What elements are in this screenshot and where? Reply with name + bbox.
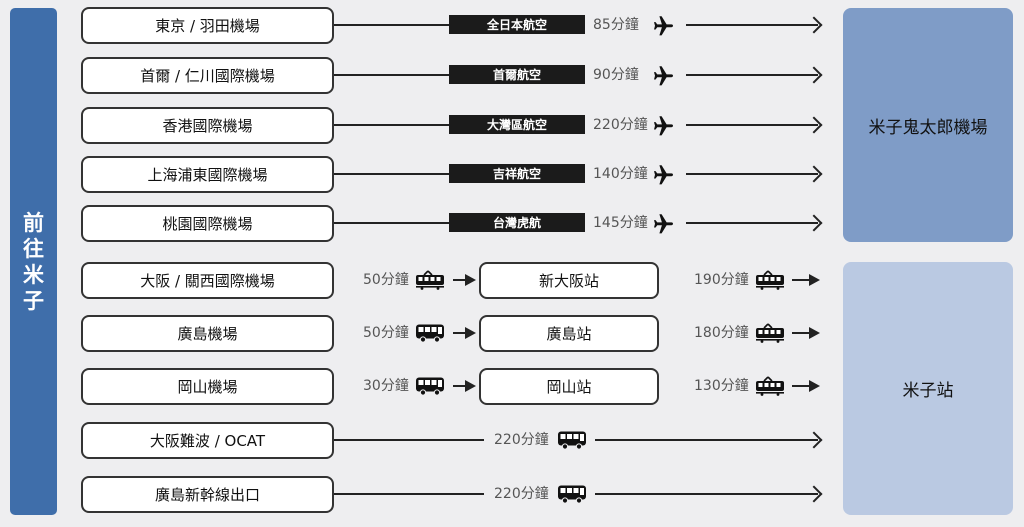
arrow-head — [809, 274, 820, 286]
duration-label: 130分鐘 — [694, 378, 749, 394]
route-line — [792, 279, 810, 281]
bus-icon — [557, 430, 587, 450]
origin-box: 桃園國際機場 — [81, 205, 334, 242]
route-line — [686, 74, 818, 76]
route-line — [334, 493, 484, 495]
route-line — [453, 385, 466, 387]
route-line — [686, 24, 818, 26]
arrow-head — [805, 66, 823, 84]
duration-label: 30分鐘 — [363, 378, 409, 394]
route-line — [686, 222, 818, 224]
duration-label: 140分鐘 — [593, 166, 648, 182]
side-label-char: 前 — [23, 210, 44, 235]
duration-label: 220分鐘 — [494, 486, 549, 502]
arrow-head — [805, 165, 823, 183]
duration-label: 220分鐘 — [494, 432, 549, 448]
side-label-char: 往 — [23, 236, 44, 261]
route-line — [792, 332, 810, 334]
arrow-head — [809, 327, 820, 339]
station-box: 岡山站 — [479, 368, 659, 405]
route-line — [334, 439, 484, 441]
duration-label: 50分鐘 — [363, 272, 409, 288]
bus-icon — [415, 323, 445, 343]
destination-airport: 米子鬼太郎機場 — [843, 8, 1013, 242]
origin-box: 香港國際機場 — [81, 107, 334, 144]
route-line — [334, 74, 449, 76]
origin-box: 大阪難波 / OCAT — [81, 422, 334, 459]
duration-label: 145分鐘 — [593, 215, 648, 231]
arrow-head — [465, 327, 476, 339]
train-icon — [415, 270, 445, 290]
route-line — [453, 279, 466, 281]
airline-label: 大灣區航空 — [449, 115, 585, 134]
route-line — [686, 173, 818, 175]
airline-label: 吉祥航空 — [449, 164, 585, 183]
side-label-char: 子 — [23, 288, 44, 313]
arrow-head — [805, 214, 823, 232]
origin-box: 大阪 / 關西國際機場 — [81, 262, 334, 299]
airline-label: 全日本航空 — [449, 15, 585, 34]
route-line — [453, 332, 466, 334]
duration-label: 190分鐘 — [694, 272, 749, 288]
arrow-head — [809, 380, 820, 392]
origin-box: 上海浦東國際機場 — [81, 156, 334, 193]
duration-label: 180分鐘 — [694, 325, 749, 341]
destination-station: 米子站 — [843, 262, 1013, 515]
bus-icon — [415, 376, 445, 396]
arrow-head — [805, 431, 823, 449]
side-label: 前 往 米 子 — [10, 8, 57, 515]
arrow-head — [805, 16, 823, 34]
airplane-icon — [652, 63, 676, 87]
origin-box: 岡山機場 — [81, 368, 334, 405]
airline-label: 台灣虎航 — [449, 213, 585, 232]
bus-icon — [557, 484, 587, 504]
arrow-head — [465, 380, 476, 392]
route-line — [334, 24, 449, 26]
arrow-head — [465, 274, 476, 286]
side-label-char: 米 — [23, 262, 44, 287]
duration-label: 50分鐘 — [363, 325, 409, 341]
train-icon — [755, 376, 785, 396]
arrow-head — [805, 116, 823, 134]
route-line — [792, 385, 810, 387]
origin-box: 首爾 / 仁川國際機場 — [81, 57, 334, 94]
route-line — [595, 493, 818, 495]
airplane-icon — [652, 162, 676, 186]
origin-box: 東京 / 羽田機場 — [81, 7, 334, 44]
arrow-head — [805, 485, 823, 503]
airplane-icon — [652, 13, 676, 37]
duration-label: 90分鐘 — [593, 67, 639, 83]
airplane-icon — [652, 211, 676, 235]
train-icon — [755, 270, 785, 290]
airline-label: 首爾航空 — [449, 65, 585, 84]
train-icon — [755, 323, 785, 343]
route-line — [334, 222, 449, 224]
route-line — [686, 124, 818, 126]
duration-label: 220分鐘 — [593, 117, 648, 133]
origin-box: 廣島機場 — [81, 315, 334, 352]
station-box: 廣島站 — [479, 315, 659, 352]
route-line — [334, 124, 449, 126]
route-line — [595, 439, 818, 441]
route-line — [334, 173, 449, 175]
duration-label: 85分鐘 — [593, 17, 639, 33]
origin-box: 廣島新幹線出口 — [81, 476, 334, 513]
airplane-icon — [652, 113, 676, 137]
station-box: 新大阪站 — [479, 262, 659, 299]
